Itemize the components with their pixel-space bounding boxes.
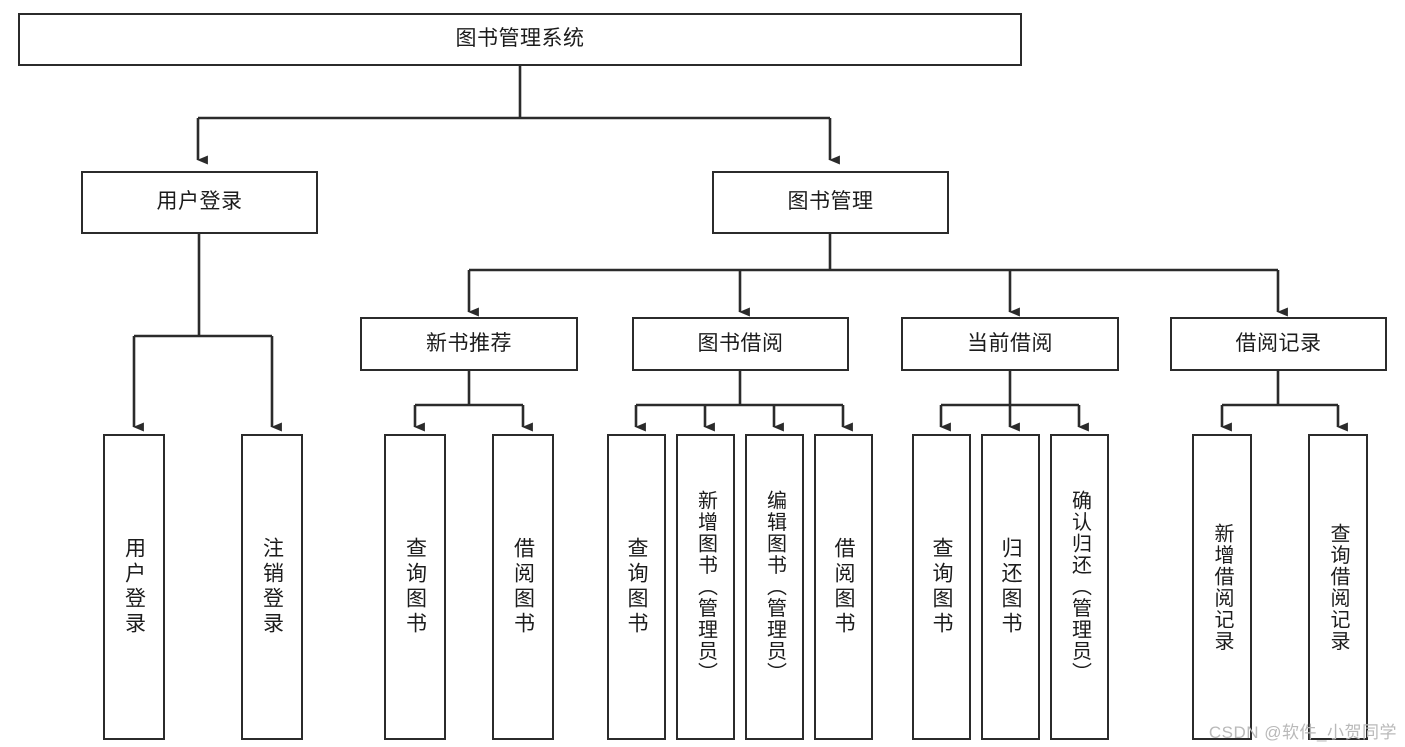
node-leaf-user-login[interactable]: 用户登录 [103, 434, 165, 740]
node-leaf-borrow-book-2-label: 借阅图书 [832, 537, 855, 637]
node-borrow-record[interactable]: 借阅记录 [1170, 317, 1387, 371]
node-leaf-confirm-return[interactable]: 确认归还（管理员） [1050, 434, 1109, 740]
node-leaf-query-book-2[interactable]: 查询图书 [607, 434, 666, 740]
node-leaf-query-book-1[interactable]: 查询图书 [384, 434, 446, 740]
node-leaf-return-book-label: 归还图书 [999, 537, 1022, 637]
node-root-label: 图书管理系统 [455, 27, 585, 51]
node-leaf-borrow-book-1[interactable]: 借阅图书 [492, 434, 554, 740]
node-leaf-borrow-book-2[interactable]: 借阅图书 [814, 434, 873, 740]
node-leaf-query-book-1-label: 查询图书 [403, 537, 427, 637]
node-leaf-query-record[interactable]: 查询借阅记录 [1308, 434, 1368, 740]
node-leaf-edit-book-label: 编辑图书（管理员） [763, 490, 786, 684]
node-user-login-label: 用户登录 [156, 190, 243, 214]
node-current-borrow[interactable]: 当前借阅 [901, 317, 1119, 371]
node-current-borrow-label: 当前借阅 [967, 331, 1053, 355]
node-leaf-query-record-label: 查询借阅记录 [1327, 522, 1349, 652]
node-leaf-add-book[interactable]: 新增图书（管理员） [676, 434, 735, 740]
node-leaf-query-book-2-label: 查询图书 [625, 537, 648, 637]
node-root[interactable]: 图书管理系统 [18, 13, 1022, 66]
node-leaf-return-book[interactable]: 归还图书 [981, 434, 1040, 740]
node-new-book-recommend-label: 新书推荐 [426, 331, 512, 355]
node-leaf-query-book-3-label: 查询图书 [930, 537, 953, 637]
node-book-management[interactable]: 图书管理 [712, 171, 949, 234]
node-borrow-record-label: 借阅记录 [1235, 331, 1322, 355]
node-leaf-logout-login[interactable]: 注销登录 [241, 434, 303, 740]
watermark-text: CSDN @软件_小贺同学 [1208, 723, 1397, 742]
node-leaf-confirm-return-label: 确认归还（管理员） [1068, 490, 1091, 684]
node-leaf-add-record-label: 新增借阅记录 [1211, 522, 1233, 652]
node-user-login[interactable]: 用户登录 [81, 171, 318, 234]
node-leaf-user-login-label: 用户登录 [122, 537, 146, 637]
node-book-borrow-label: 图书借阅 [697, 331, 784, 355]
node-leaf-edit-book[interactable]: 编辑图书（管理员） [745, 434, 804, 740]
node-leaf-borrow-book-1-label: 借阅图书 [511, 537, 535, 637]
node-book-management-label: 图书管理 [787, 190, 874, 214]
node-book-borrow[interactable]: 图书借阅 [632, 317, 849, 371]
node-leaf-add-record[interactable]: 新增借阅记录 [1192, 434, 1252, 740]
node-leaf-logout-login-label: 注销登录 [260, 537, 284, 637]
node-new-book-recommend[interactable]: 新书推荐 [360, 317, 578, 371]
node-leaf-add-book-label: 新增图书（管理员） [694, 490, 717, 684]
node-leaf-query-book-3[interactable]: 查询图书 [912, 434, 971, 740]
